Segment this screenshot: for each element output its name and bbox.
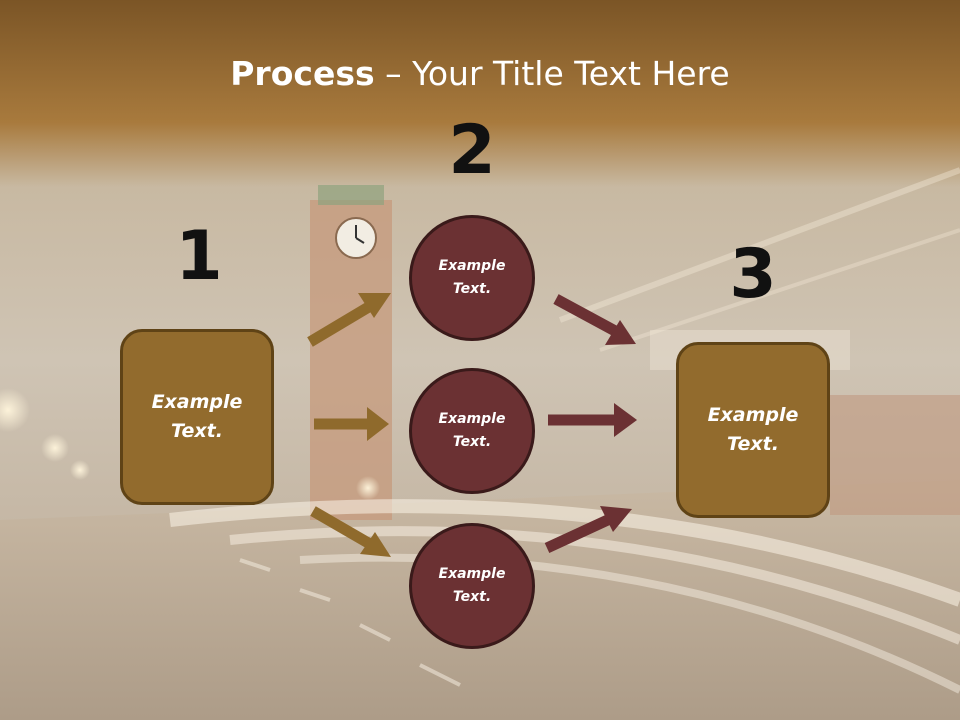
arrow-box1-to-bottom	[310, 506, 391, 557]
step-number-1: 1	[175, 217, 223, 296]
arrow-middle-to-box3	[548, 403, 637, 437]
step-box-1: Example Text.	[120, 329, 274, 505]
arrow-box1-to-top	[307, 293, 391, 347]
arrow-bottom-to-box3	[544, 506, 632, 553]
step-number-2: 2	[448, 111, 496, 190]
circle-top-label: Example Text.	[438, 258, 506, 297]
circle-middle: Example Text.	[409, 368, 535, 494]
circle-bottom-label: Example Text.	[438, 566, 506, 605]
title-rest: – Your Title Text Here	[374, 54, 730, 93]
step-box-3-label: Example Text.	[707, 404, 799, 455]
slide-title: Process – Your Title Text Here	[0, 52, 960, 96]
circle-middle-label: Example Text.	[438, 411, 506, 450]
title-bold: Process	[230, 54, 375, 93]
circle-bottom: Example Text.	[409, 523, 535, 649]
step-box-1-label: Example Text.	[151, 391, 243, 442]
arrow-box1-to-middle	[314, 407, 389, 441]
arrow-top-to-box3	[553, 294, 636, 345]
circle-top: Example Text.	[409, 215, 535, 341]
step-box-3: Example Text.	[676, 342, 830, 518]
step-number-3: 3	[729, 235, 777, 314]
